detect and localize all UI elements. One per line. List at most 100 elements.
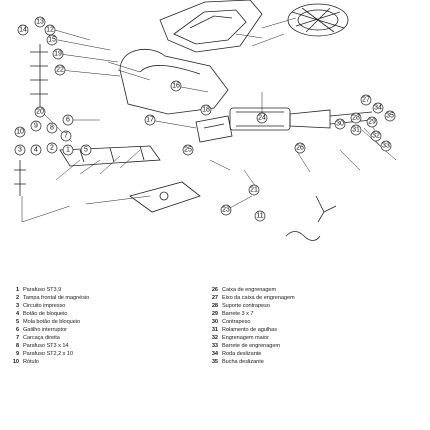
legend-text: Barrete de engrenagem — [222, 343, 281, 349]
switch-body-drawing — [195, 115, 233, 143]
callout-label: 6 — [66, 117, 70, 124]
callout-label: 2 — [50, 145, 54, 152]
legend-text: Mola botão de bloqueio — [23, 319, 81, 325]
legend-number: 31 — [211, 327, 218, 333]
legend-number: 1 — [15, 287, 19, 293]
callout-label: 23 — [222, 207, 230, 214]
callout-label: 12 — [46, 27, 54, 34]
legend-number: 9 — [15, 351, 19, 357]
legend-item: 2 Tampa frontal de magnésio — [10, 294, 89, 302]
legend-text: Contrapeso — [222, 319, 251, 325]
hex-key-drawing — [285, 195, 337, 241]
legend-text: Eixo da caixa de engrenagem — [222, 295, 295, 301]
callout-label: 13 — [36, 19, 44, 26]
circuit-board-drawing — [129, 181, 201, 213]
legend-text: Parafuso ST3 x 14 — [23, 343, 69, 349]
large-gear-drawing — [287, 3, 349, 37]
legend-number: 4 — [15, 311, 19, 317]
legend-text: Rolamento de agulhas — [222, 327, 277, 333]
callout-label: 26 — [296, 145, 304, 152]
legend-number: 32 — [211, 335, 218, 341]
legend-item: 6 Gatilho interruptor — [10, 326, 89, 334]
callout-label: 3 — [18, 147, 22, 154]
legend-number: 33 — [211, 343, 218, 349]
leader-lines — [21, 17, 397, 223]
legend-number: 3 — [15, 303, 19, 309]
legend-number: 26 — [211, 287, 218, 293]
legend-number: 6 — [15, 327, 19, 333]
legend-number: 30 — [211, 319, 218, 325]
legend-number: 27 — [211, 295, 218, 301]
callout-label: 1 — [66, 147, 70, 154]
legend-text: Circuito impresso — [23, 303, 66, 309]
lower-plate-drawing — [59, 145, 161, 167]
legend-item: 28 Suporte contrapeso — [208, 302, 295, 310]
callout-label: 10 — [16, 129, 24, 136]
legend-item: 35 Bucha deslizante — [208, 358, 295, 366]
callout-label: 8 — [50, 125, 54, 132]
legend-text: Roda deslizante — [222, 351, 262, 357]
callout-label: 4 — [34, 147, 38, 154]
callout-label: 32 — [372, 133, 380, 140]
legend-text: Engrenagem maior — [222, 335, 269, 341]
callout-label: 17 — [146, 117, 154, 124]
callout-label: 25 — [184, 147, 192, 154]
legend-text: Rótulo — [23, 359, 39, 365]
callout-label: 21 — [250, 187, 258, 194]
callout-label: 28 — [352, 115, 360, 122]
legend-item: 1 Parafuso ST3,9 — [10, 286, 89, 294]
legend-number: 8 — [15, 343, 19, 349]
legend-item: 26 Caixa de engrenagem — [208, 286, 295, 294]
legend-text: Caixa de engrenagem — [222, 287, 277, 293]
legend-text: Parafuso ST2,2 x 10 — [23, 351, 74, 357]
legend-item: 4 Botão de bloqueio — [10, 310, 89, 318]
legend-item: 34 Roda deslizante — [208, 350, 295, 358]
legend-text: Parafuso ST3,9 — [23, 287, 62, 293]
callout-label: 5 — [84, 147, 88, 154]
legend-item: 3 Circuito impresso — [10, 302, 89, 310]
legend-text: Gatilho interruptor — [23, 327, 67, 333]
legend-item: 27 Eixo da caixa de engrenagem — [208, 294, 295, 302]
callout-label: 31 — [352, 127, 360, 134]
legend-text: Tampa frontal de magnésio — [23, 295, 90, 301]
legend-number: 7 — [15, 335, 19, 341]
legend-item: 9 Parafuso ST2,2 x 10 — [10, 350, 89, 358]
legend-text: Carcaça direita — [23, 335, 60, 341]
exploded-parts-diagram: 14 13 12 15 19 22 20 6 16 17 18 10 9 8 7… — [14, 0, 397, 241]
legend-item: 8 Parafuso ST3 x 14 — [10, 342, 89, 350]
legend-item: 29 Barrete 3 x 7 — [208, 310, 295, 318]
legend-number: 35 — [211, 359, 218, 365]
callout-label: 15 — [48, 37, 56, 44]
callout-label: 35 — [386, 113, 394, 120]
callout-label: 20 — [36, 109, 44, 116]
legend-item: 31 Rolamento de agulhas — [208, 326, 295, 334]
callout-label: 18 — [202, 107, 210, 114]
legend-number: 2 — [15, 295, 19, 301]
parts-legend-left: 1 Parafuso ST3,9 2 Tampa frontal de magnés… — [10, 286, 89, 366]
legend-item: 7 Carcaça direita — [10, 334, 89, 342]
legend-text: Suporte contrapeso — [222, 303, 270, 309]
parts-legend-right: 26 Caixa de engrenagem 27 Eixo da caixa de… — [208, 286, 295, 366]
legend-number: 28 — [211, 303, 218, 309]
legend-item: 30 Contrapeso — [208, 318, 295, 326]
motor-shaft-drawing — [229, 107, 373, 131]
callout-label: 33 — [382, 143, 390, 150]
legend-text: Barrete 3 x 7 — [222, 311, 254, 317]
callout-label: 29 — [368, 119, 376, 126]
callout-label: 7 — [64, 133, 68, 140]
gear-housing-drawing — [159, 0, 263, 53]
legend-text: Botão de bloqueio — [23, 311, 68, 317]
legend-number: 10 — [12, 359, 19, 365]
legend-item: 32 Engrenagem maior — [208, 334, 295, 342]
legend-text: Bucha deslizante — [222, 359, 264, 365]
callout-label: 19 — [54, 51, 62, 58]
legend-item: 10 Rótulo — [10, 358, 89, 366]
legend-number: 5 — [15, 319, 19, 325]
callout-label: 24 — [258, 115, 266, 122]
legend-number: 29 — [211, 311, 218, 317]
legend-number: 34 — [211, 351, 218, 357]
callout-label: 27 — [362, 97, 370, 104]
callout-label: 30 — [336, 121, 344, 128]
callout-label: 9 — [34, 123, 38, 130]
callout-label: 14 — [19, 27, 27, 34]
